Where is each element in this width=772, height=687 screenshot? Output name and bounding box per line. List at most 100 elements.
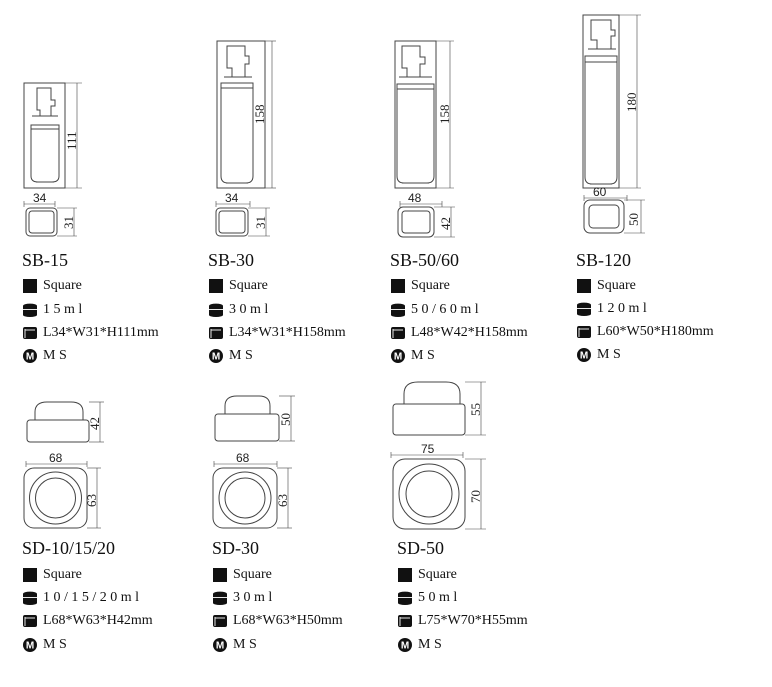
sb-15-drawing: 111 34 31	[23, 82, 82, 237]
material-m-icon: M	[398, 638, 412, 652]
spec-dimensions: L68*W63*H42mm	[22, 613, 153, 629]
material-m-icon: M	[209, 349, 223, 363]
spec-capacity: 5 0 m l	[397, 590, 457, 606]
product-sb-50-60: SB-50/60 Square 5 0 / 6 0 m l L48*W42*H1…	[390, 250, 528, 363]
box-icon	[22, 326, 38, 340]
box-icon	[22, 614, 38, 628]
spec-capacity: 3 0 m l	[208, 302, 268, 318]
svg-text:M: M	[26, 352, 34, 363]
sd-10-15-20-length-dim: 68	[49, 451, 63, 465]
jar-icon	[576, 302, 592, 316]
product-code: SB-50/60	[390, 250, 460, 270]
box-icon	[212, 614, 228, 628]
material-m-icon: M	[577, 348, 591, 362]
sd-30-width-dim: 63	[275, 494, 290, 507]
sd-50-height-dim: 55	[468, 403, 483, 416]
material-m-icon: M	[213, 638, 227, 652]
sb-120-width-dim: 50	[626, 213, 641, 226]
svg-text:M: M	[216, 641, 224, 652]
product-code: SD-10/15/20	[22, 538, 116, 558]
square-icon	[212, 568, 228, 582]
spec-dimensions: L34*W31*H111mm	[22, 325, 159, 341]
jar-icon	[22, 303, 38, 317]
square-icon	[397, 568, 413, 582]
sb-50-60-length-dim: 48	[408, 191, 422, 205]
spec-dimensions: L34*W31*H158mm	[208, 325, 346, 341]
sd-30-length-dim: 68	[236, 451, 250, 465]
box-icon	[390, 326, 406, 340]
sb-30-drawing: 158 34 31	[215, 40, 276, 237]
spec-capacity: 1 0 / 1 5 / 2 0 m l	[22, 590, 139, 606]
material-m-icon: M	[23, 638, 37, 652]
sb-15-length-dim: 34	[33, 191, 47, 205]
spec-capacity: 3 0 m l	[212, 590, 272, 606]
jar-icon	[397, 591, 413, 605]
material-m-icon: M	[23, 349, 37, 363]
sb-30-width-dim: 31	[253, 216, 268, 229]
sd-30-drawing: 50 68 63	[212, 395, 295, 529]
product-sd-10-15-20: SD-10/15/20 Square 1 0 / 1 5 / 2 0 m l L…	[22, 538, 153, 652]
square-icon	[390, 279, 406, 293]
sd-10-15-20-height-dim: 42	[87, 417, 102, 430]
spec-shape: Square	[576, 278, 636, 294]
sb-120-drawing: 180 60 50	[582, 14, 645, 234]
spec-shape: Square	[22, 278, 82, 294]
box-icon	[397, 614, 413, 628]
sb-50-60-drawing: 158 48 42	[394, 40, 455, 238]
spec-dimensions: L48*W42*H158mm	[390, 325, 528, 341]
spec-dimensions: L75*W70*H55mm	[397, 613, 528, 629]
spec-shape: Square	[397, 567, 457, 583]
square-icon	[576, 279, 592, 293]
svg-text:M: M	[394, 352, 402, 363]
sb-50-60-width-dim: 42	[438, 217, 453, 230]
spec-capacity: 1 2 0 m l	[576, 301, 647, 317]
box-icon	[208, 326, 224, 340]
sd-10-15-20-width-dim: 63	[84, 494, 99, 507]
product-sb-120: SB-120 Square 1 2 0 m l L60*W50*H180mm M…	[576, 250, 714, 362]
sb-50-60-height-dim: 158	[437, 105, 452, 125]
spec-capacity: 1 5 m l	[22, 302, 82, 318]
jar-icon	[22, 591, 38, 605]
svg-text:M: M	[580, 351, 588, 362]
sd-10-15-20-drawing: 42 68 63	[23, 401, 104, 529]
sb-15-height-dim: 111	[64, 131, 79, 150]
spec-capacity: 5 0 / 6 0 m l	[390, 302, 479, 318]
sb-30-height-dim: 158	[252, 105, 267, 125]
sd-50-drawing: 55 75 70	[390, 381, 486, 530]
spec-shape: Square	[208, 278, 268, 294]
product-code: SD-30	[212, 538, 260, 558]
square-icon	[22, 279, 38, 293]
product-code: SD-50	[397, 538, 445, 558]
product-code: SB-15	[22, 250, 69, 270]
material-m-icon: M	[391, 349, 405, 363]
product-code: SB-120	[576, 250, 632, 270]
spec-shape: Square	[212, 567, 272, 583]
jar-icon	[390, 303, 406, 317]
jar-icon	[212, 591, 228, 605]
spec-shape: Square	[22, 567, 82, 583]
sb-30-length-dim: 34	[225, 191, 239, 205]
jar-icon	[208, 303, 224, 317]
spec-dimensions: L68*W63*H50mm	[212, 613, 343, 629]
svg-text:M: M	[401, 641, 409, 652]
product-code: SB-30	[208, 250, 255, 270]
sb-120-length-dim: 60	[593, 185, 607, 199]
sd-50-length-dim: 75	[421, 442, 435, 456]
sd-30-height-dim: 50	[278, 413, 293, 426]
sd-50-width-dim: 70	[468, 490, 483, 503]
square-icon	[208, 279, 224, 293]
box-icon	[576, 325, 592, 339]
svg-text:M: M	[212, 352, 220, 363]
sb-15-width-dim: 31	[61, 216, 76, 229]
